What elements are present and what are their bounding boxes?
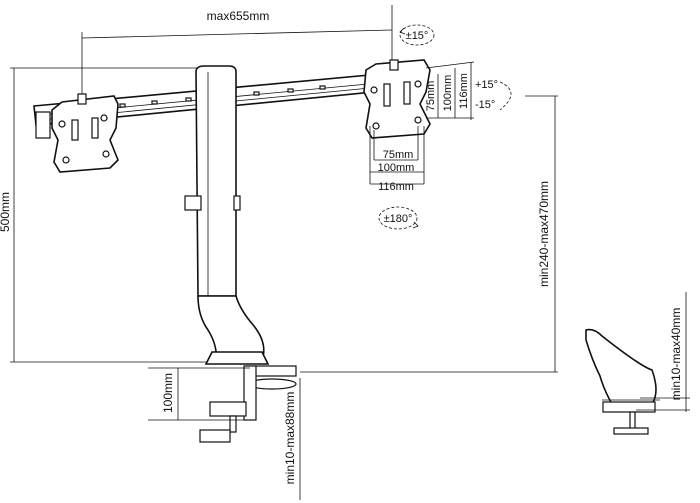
pole: [184, 65, 265, 363]
tilt-indicator: ±15°: [399, 24, 435, 46]
desk-clamp: [199, 351, 297, 443]
vesa-v-75-label: 75mm: [425, 81, 437, 112]
rotation-label: ±180°: [384, 213, 413, 225]
tilt-range-indicator: +15° -15°: [475, 79, 512, 111]
pole-height-label: 500mm: [0, 192, 12, 232]
vesa-vertical-dimensions: 75mm 100mm 116mm: [425, 61, 475, 120]
tilt-up-label: +15°: [475, 79, 498, 91]
tilt-down-label: -15°: [475, 99, 495, 111]
vesa-v-100-label: 100mm: [442, 75, 454, 112]
tilt-label: ±15°: [406, 30, 429, 42]
clamp-thickness-dimension: min10-max88mm: [283, 378, 301, 500]
right-vesa-plate: [363, 59, 431, 139]
vesa-h-100-label: 100mm: [378, 162, 415, 174]
vesa-h-75-label: 75mm: [383, 149, 414, 161]
left-vesa-plate: [51, 93, 119, 173]
clamp-depth-label: 100mm: [161, 373, 175, 413]
rotation-indicator: ±180°: [378, 206, 419, 230]
height-range-dimension: min240-max470mm: [300, 95, 558, 373]
clamp-thickness-label: min10-max88mm: [283, 392, 297, 485]
pole-height-dimension: 500mm: [0, 67, 215, 363]
clamp-depth-dimension: 100mm: [148, 367, 250, 421]
vesa-v-116-label: 116mm: [458, 73, 470, 109]
vesa-h-116-label: 116mm: [378, 181, 414, 193]
grommet-mount-inset: min10-max40mm: [585, 292, 690, 435]
arm-span-dimension: max655mm: [81, 5, 393, 98]
vesa-horizontal-dimensions: 75mm 100mm 116mm: [369, 126, 425, 193]
height-range-label: min240-max470mm: [537, 181, 551, 287]
arm-span-label: max655mm: [207, 9, 270, 23]
grommet-thickness-label: min10-max40mm: [669, 308, 683, 401]
